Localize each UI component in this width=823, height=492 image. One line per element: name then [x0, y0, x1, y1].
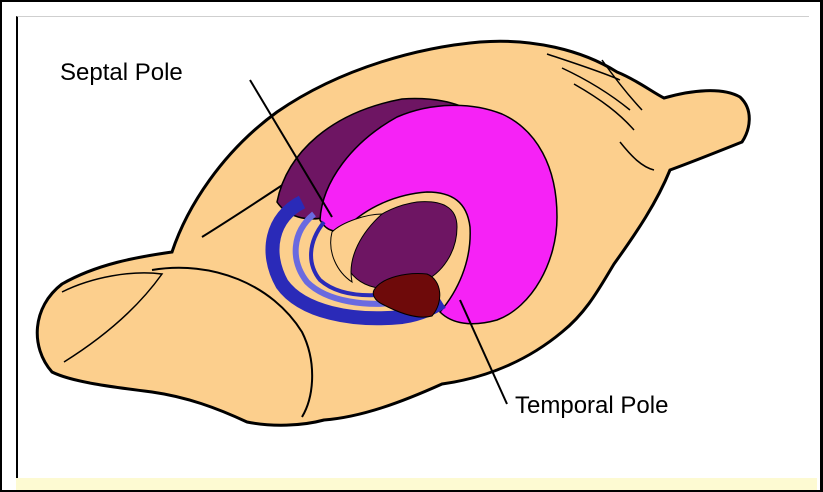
septal-pole-label: Septal Pole	[60, 59, 183, 87]
temporal-pole-label: Temporal Pole	[515, 392, 668, 420]
